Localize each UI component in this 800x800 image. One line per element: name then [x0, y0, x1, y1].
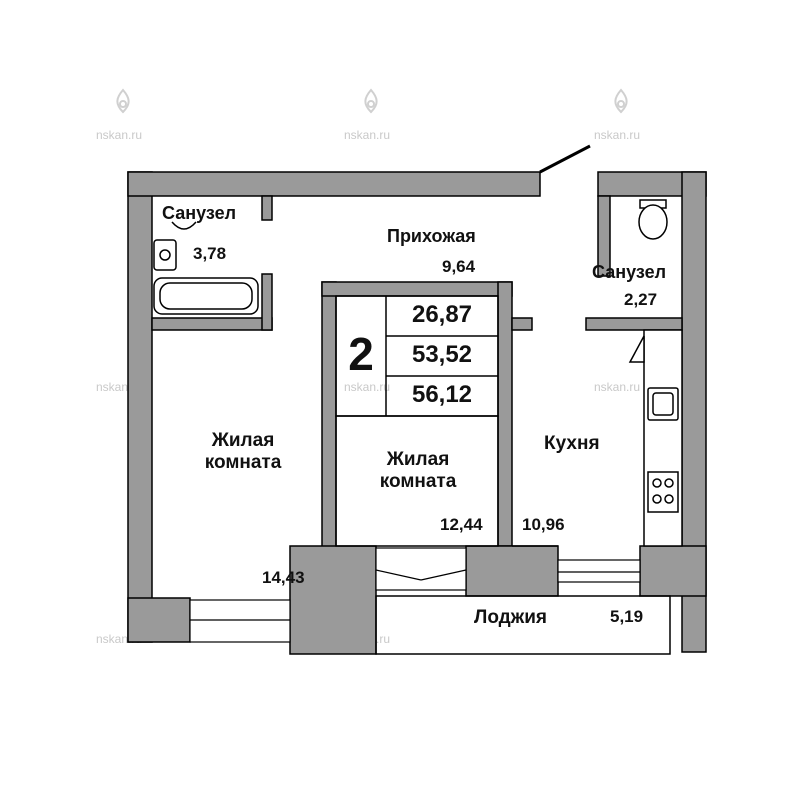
- central-wall-right: [497, 281, 513, 547]
- window-bedroom1: [189, 599, 291, 643]
- entrance-door: [539, 144, 591, 174]
- living-room-1-label: Жилая комната: [205, 430, 282, 474]
- loggia-outline: [375, 595, 671, 655]
- watermark-logo-icon: [116, 88, 130, 114]
- window-bedroom2: [375, 547, 467, 591]
- wall-kitchen-left: [511, 317, 533, 331]
- total-with-balcony-value: 56,12: [411, 381, 473, 408]
- wall-bottom-right: [639, 545, 707, 597]
- total-area-value: 53,52: [411, 341, 473, 368]
- wall-bottom-mid: [465, 545, 559, 597]
- room-count: 2: [348, 328, 374, 380]
- outer-wall-top-left: [127, 171, 541, 197]
- window-kitchen: [557, 559, 641, 583]
- toilet-icon: [171, 221, 197, 230]
- living-room-1-label-line1: Жилая: [211, 430, 275, 451]
- bedroom2-outline: [335, 415, 499, 547]
- watermark: nskan.ru: [594, 128, 641, 142]
- wall-bottom-center: [289, 545, 377, 655]
- toilet-icon: [638, 199, 668, 240]
- bathtub-icon: [153, 277, 259, 315]
- kitchen-counter: [643, 329, 683, 547]
- bathroom-1-label: Санузел: [162, 203, 237, 223]
- bathroom-1-area: 3,78: [193, 244, 227, 263]
- hallway-area: 9,64: [442, 257, 476, 276]
- wall-bath2-left: [597, 195, 611, 277]
- watermark: nskan.ru: [344, 128, 391, 142]
- outer-wall-left: [127, 171, 153, 643]
- fridge-icon: [628, 335, 645, 363]
- living-room-1-area: 14,43: [262, 568, 305, 587]
- hallway-label: Прихожая: [387, 226, 476, 246]
- living-room-2-area: 12,44: [440, 515, 483, 534]
- central-wall-top: [321, 281, 513, 297]
- living-room-2-label-line2: комната: [379, 470, 457, 492]
- outer-wall-bottom-left: [127, 597, 191, 643]
- watermark: nskan.ru: [344, 380, 391, 394]
- kitchen-sink-icon: [647, 387, 679, 421]
- living-area-value: 26,87: [411, 301, 473, 328]
- watermark: nskan.ru: [594, 380, 641, 394]
- watermark-logo-icon: [364, 88, 378, 114]
- sink-icon: [153, 239, 177, 271]
- loggia-area: 5,19: [610, 607, 644, 626]
- stove-icon: [647, 471, 679, 513]
- watermark-logo-icon: [614, 88, 628, 114]
- wall-bath2-bottom: [585, 317, 683, 331]
- wall-bath1: [151, 317, 273, 331]
- watermark: nskan.ru: [96, 128, 143, 142]
- bathroom-2-label: Санузел: [592, 262, 667, 282]
- bathroom-2-area: 2,27: [624, 290, 658, 309]
- living-room-2-label-line1: Жилая: [386, 449, 450, 470]
- walls: [127, 171, 707, 655]
- living-room-1-label-line2: комната: [204, 451, 282, 473]
- wall-bath1-side: [261, 195, 273, 221]
- kitchen-area: 10,96: [522, 515, 565, 534]
- kitchen-label: Кухня: [544, 433, 600, 454]
- living-room-2-label: Жилая комната: [380, 449, 457, 493]
- loggia-label: Лоджия: [474, 607, 547, 628]
- wall-bath1-side-low: [261, 273, 273, 331]
